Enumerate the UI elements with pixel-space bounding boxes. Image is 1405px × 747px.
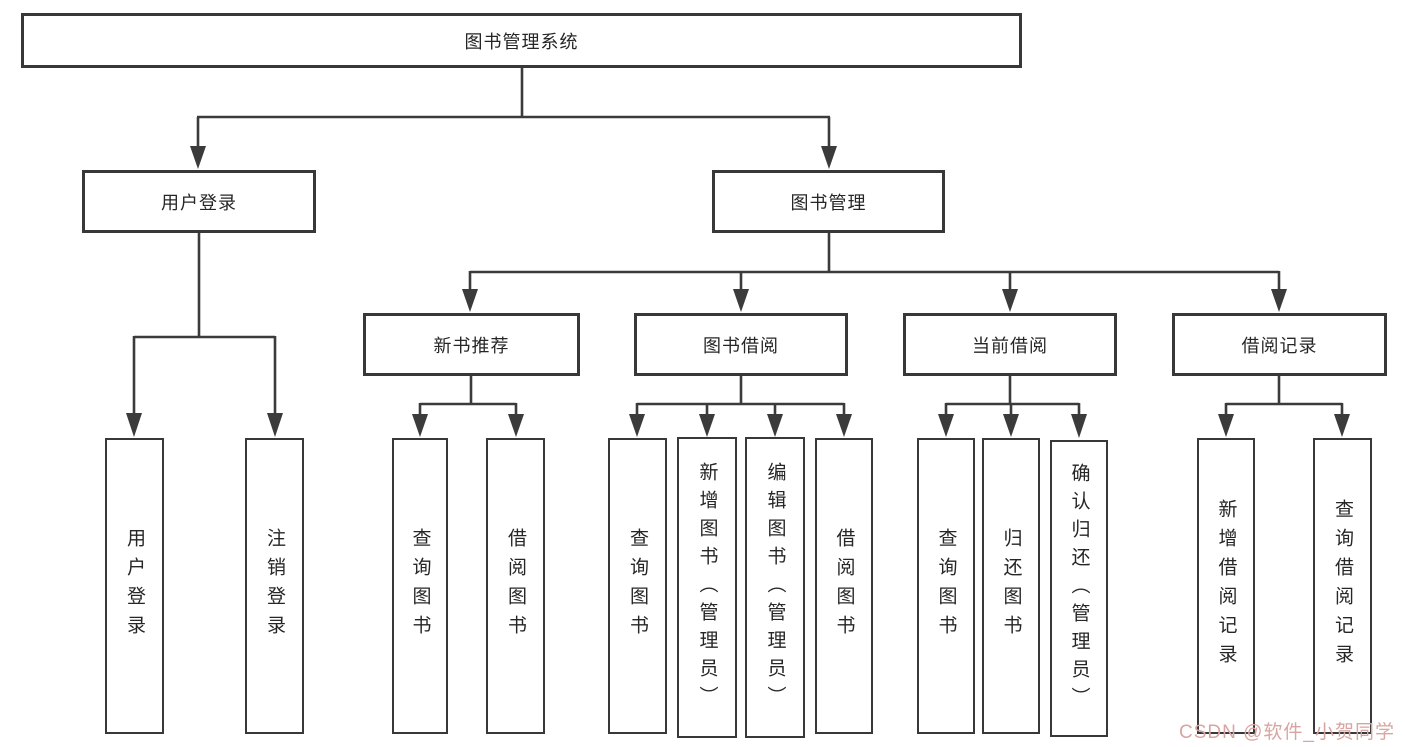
leaf-edit-book-admin: 编辑图书（管理员） (745, 437, 805, 738)
leaf-query-book-current-label: 查询图书 (935, 528, 957, 644)
leaf-query-book-recommend: 查询图书 (392, 438, 448, 734)
leaf-edit-book-admin-label: 编辑图书（管理员） (764, 461, 786, 714)
node-book-borrow: 图书借阅 (634, 313, 848, 376)
csdn-watermark: CSDN @软件_小贺同学 (1179, 722, 1395, 743)
leaf-borrow-book: 借阅图书 (815, 438, 873, 734)
leaf-add-book-admin-label: 新增图书（管理员） (696, 461, 718, 714)
leaf-logout-label: 注销登录 (264, 528, 285, 644)
leaf-user-login-label: 用户登录 (124, 528, 145, 644)
node-book-borrow-label: 图书借阅 (703, 335, 779, 356)
leaf-query-book-borrow: 查询图书 (608, 438, 667, 734)
leaf-confirm-return-admin-label: 确认归还（管理员） (1068, 462, 1090, 715)
node-root-label: 图书管理系统 (464, 31, 579, 52)
leaf-return-book-label: 归还图书 (1000, 528, 1022, 644)
leaf-confirm-return-admin: 确认归还（管理员） (1050, 440, 1108, 737)
arrowhead-icons (126, 146, 1350, 438)
leaf-query-book-recommend-label: 查询图书 (409, 528, 431, 644)
leaf-user-login: 用户登录 (105, 438, 164, 734)
node-borrow-records: 借阅记录 (1172, 313, 1387, 376)
leaf-logout: 注销登录 (245, 438, 304, 734)
leaf-query-borrow-record-label: 查询借阅记录 (1332, 499, 1353, 673)
node-book-management-label: 图书管理 (790, 192, 867, 213)
leaf-query-book-current: 查询图书 (917, 438, 975, 734)
leaf-borrow-book-recommend-label: 借阅图书 (505, 528, 526, 644)
leaf-add-borrow-record: 新增借阅记录 (1197, 438, 1255, 734)
node-user-login-label: 用户登录 (161, 192, 237, 213)
leaf-add-book-admin: 新增图书（管理员） (677, 437, 737, 738)
leaf-add-borrow-record-label: 新增借阅记录 (1215, 499, 1237, 673)
node-new-book-recommend: 新书推荐 (363, 313, 580, 376)
leaf-return-book: 归还图书 (982, 438, 1040, 734)
leaf-borrow-book-recommend: 借阅图书 (486, 438, 545, 734)
node-book-management: 图书管理 (712, 170, 945, 233)
node-borrow-records-label: 借阅记录 (1241, 335, 1318, 356)
node-user-login: 用户登录 (82, 170, 316, 233)
leaf-query-book-borrow-label: 查询图书 (627, 528, 648, 644)
leaf-query-borrow-record: 查询借阅记录 (1313, 438, 1372, 734)
leaf-borrow-book-label: 借阅图书 (833, 528, 855, 644)
node-current-borrow: 当前借阅 (903, 313, 1117, 376)
node-new-book-recommend-label: 新书推荐 (433, 335, 510, 356)
node-current-borrow-label: 当前借阅 (972, 335, 1048, 356)
node-root: 图书管理系统 (21, 13, 1022, 68)
